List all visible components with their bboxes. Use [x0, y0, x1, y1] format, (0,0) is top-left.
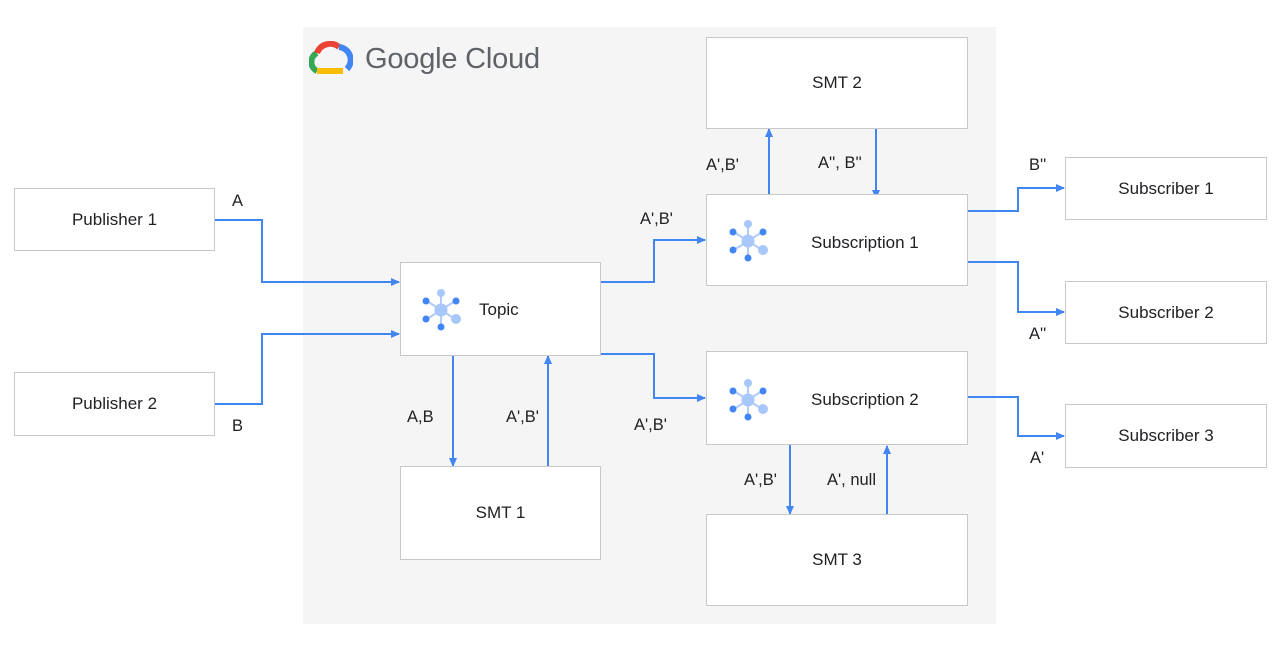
edge-label-sub1-subscriber2: A'': [1029, 325, 1047, 343]
edge-label-smt3-sub2: A', null: [827, 471, 877, 489]
pubsub-icon: [422, 289, 461, 331]
edge-label-topic-smt1: A,B: [407, 408, 434, 426]
publisher-1-box: Publisher 1: [14, 188, 215, 251]
edge-sub1-subscriber2: [968, 261, 1065, 316]
edge-label-sub1-smt2: A',B': [706, 156, 739, 174]
edge-topic-sub2: [600, 353, 706, 402]
edge-label-sub2-subscriber3: A': [1030, 449, 1045, 467]
edge-label-topic-sub1: A',B': [640, 210, 673, 228]
smt-2-box: SMT 2: [706, 37, 968, 129]
edge-label-pub2-topic: B: [232, 417, 244, 435]
smt-1-box: SMT 1: [400, 466, 601, 560]
edge-pub2-topic: [214, 330, 400, 405]
subscription-2-box: Subscription 2: [706, 351, 968, 445]
edge-label-topic-sub2: A',B': [634, 416, 667, 434]
edge-label-sub1-subscriber1: B'': [1029, 156, 1047, 174]
subscriber-3-label: Subscriber 3: [1118, 426, 1214, 445]
subscriber-3-box: Subscriber 3: [1065, 404, 1267, 468]
topic-box: Topic: [400, 262, 601, 356]
google-cloud-logo-icon: [309, 41, 353, 74]
subscription-2-label: Subscription 2: [811, 390, 919, 409]
edge-label-smt2-sub1: A'', B'': [818, 154, 862, 172]
smt-1-label: SMT 1: [475, 503, 526, 522]
smt-3-label: SMT 3: [812, 550, 862, 569]
subscriber-2-box: Subscriber 2: [1065, 281, 1267, 344]
subscription-1-label: Subscription 1: [811, 233, 919, 252]
publisher-2-box: Publisher 2: [14, 372, 215, 436]
edge-sub1-subscriber1: [968, 184, 1065, 212]
topic-label: Topic: [479, 300, 519, 319]
smt-3-box: SMT 3: [706, 514, 968, 606]
edge-label-sub2-smt3: A',B': [744, 471, 777, 489]
publisher-1-label: Publisher 1: [71, 209, 158, 229]
pubsub-icon: [729, 379, 768, 421]
smt-2-label: SMT 2: [812, 73, 862, 92]
edge-topic-sub1: [600, 236, 706, 283]
subscriber-2-label: Subscriber 2: [1118, 302, 1214, 322]
subscriber-1-box: Subscriber 1: [1065, 157, 1267, 220]
subscription-1-box: Subscription 1: [706, 194, 968, 286]
google-cloud-logo: Google Cloud: [309, 41, 540, 77]
pubsub-icon: [729, 220, 768, 262]
subscriber-1-label: Subscriber 1: [1118, 178, 1214, 198]
edge-sub2-subscriber3: [968, 396, 1065, 440]
google-cloud-logo-text: Google Cloud: [365, 42, 540, 75]
edge-label-pub1-topic: A: [232, 192, 244, 210]
edge-label-smt1-topic: A',B': [506, 408, 539, 426]
publisher-2-label: Publisher 2: [71, 394, 158, 413]
edge-pub1-topic: [214, 219, 400, 286]
